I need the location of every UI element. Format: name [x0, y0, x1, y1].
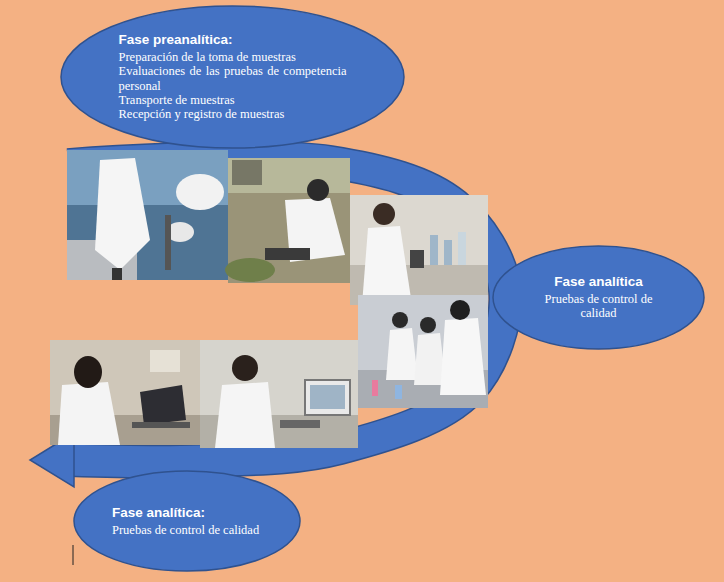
photo [358, 295, 488, 408]
ellipse-text: Fase preanalítica: Preparación de la toma… [119, 32, 347, 121]
photo-detail [444, 240, 452, 265]
photo-detail [95, 158, 150, 270]
photo-detail [176, 174, 224, 210]
photo-detail [165, 215, 171, 270]
text-cursor [73, 545, 74, 565]
photo-detail [373, 203, 395, 225]
photo-detail [265, 248, 310, 260]
photo [67, 150, 228, 280]
phase-item: Recepción y registro de muestras [119, 107, 347, 121]
photo-detail [58, 382, 120, 445]
photo-detail [420, 317, 436, 333]
photo-detail [232, 160, 262, 185]
ellipse-shape [61, 6, 404, 148]
phase-ellipse: Fase preanalítica: Preparación de la toma… [60, 5, 405, 149]
photo-detail [372, 380, 378, 396]
photo [225, 158, 350, 283]
phase-heading: Fase analítica [529, 274, 669, 290]
photo-detail [228, 158, 350, 193]
ellipse-shape [493, 246, 704, 349]
phase-item: Pruebas de control de calidad [529, 292, 669, 321]
photo-detail [430, 235, 438, 265]
ellipse-outline [73, 470, 301, 572]
photo [350, 195, 488, 305]
photo-detail [410, 250, 424, 268]
phase-ellipse: Fase analíticaPruebas de control de cali… [492, 245, 705, 350]
photo-detail [458, 232, 466, 265]
ellipse-shape [74, 471, 300, 571]
photo-detail [310, 385, 345, 409]
photo-detail [225, 258, 275, 282]
photo-detail [395, 385, 402, 399]
phase-item: Preparación de la toma de muestras [119, 50, 347, 64]
photo-detail [50, 340, 200, 445]
photo-detail [215, 382, 275, 448]
photo-detail [232, 355, 258, 381]
phase-heading: Fase analítica: [112, 505, 262, 521]
photo-detail [392, 312, 408, 328]
photo-detail [150, 350, 180, 372]
photo-detail [362, 226, 412, 305]
ellipse-text: Fase analíticaPruebas de control de cali… [529, 274, 669, 320]
phase-item: Transporte de muestras [119, 93, 347, 107]
photo [50, 340, 200, 445]
ellipse-text: Fase analítica: Pruebas de control de cal… [112, 505, 262, 537]
cycle-arrow [30, 158, 505, 487]
phase-item: Evaluaciones de las pruebas de competenc… [119, 64, 347, 93]
photo-detail [305, 380, 350, 415]
photo [200, 340, 358, 448]
photo-detail [440, 318, 486, 395]
photo-detail [140, 385, 186, 425]
photo-detail [358, 295, 488, 408]
phase-heading: Fase preanalítica: [119, 32, 347, 48]
phase-ellipse: Fase analítica: Pruebas de control de cal… [73, 470, 301, 572]
photo-detail [74, 356, 102, 388]
phase-item: Pruebas de control de calidad [112, 523, 262, 537]
photo-detail [112, 268, 122, 280]
photo-detail [307, 179, 329, 201]
photo-detail [450, 300, 470, 320]
photo-detail [67, 150, 228, 280]
photo-detail [386, 328, 418, 380]
photo-detail [200, 340, 358, 448]
photo-detail [350, 195, 488, 305]
photo-detail [280, 420, 320, 428]
photo-detail [132, 422, 190, 428]
